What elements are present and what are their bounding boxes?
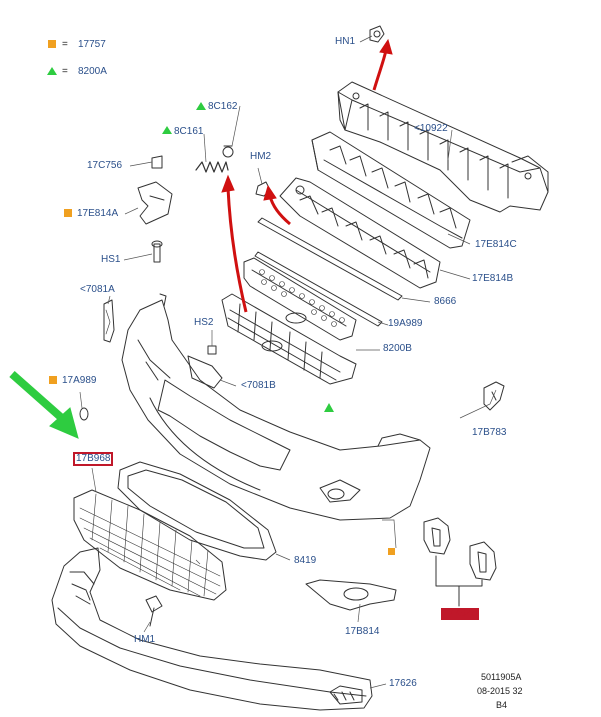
lower-grille-upper-bumper: [221, 293, 357, 385]
footer-ref-line1: 5011905A: [481, 672, 522, 682]
green-triangle-marker: [324, 403, 334, 412]
lower-grille-mesh: [73, 489, 227, 601]
red-arrows: [221, 38, 393, 313]
screw-hm1: [145, 595, 163, 627]
bracket-17e814a: [137, 181, 173, 225]
marker-8c161-icon: [162, 126, 172, 134]
marker-8c162-icon: [196, 102, 206, 110]
label-7081a: <7081A: [80, 284, 115, 295]
label-17e814a: 17E814A: [77, 208, 119, 219]
part-7081b: [187, 355, 223, 389]
screw-hs2: [207, 345, 217, 355]
label-redacted-part: 17K945: [441, 608, 480, 620]
clip-hn1: [369, 25, 385, 43]
bolt-hs1: [151, 240, 163, 263]
label-8c162: 8C162: [208, 101, 238, 112]
label-8c161: 8C161: [174, 126, 204, 137]
lower-spoiler: [51, 547, 373, 711]
upper-grille: [243, 257, 357, 341]
orange-square-marker: [388, 548, 395, 555]
label-hn1: HN1: [335, 36, 356, 47]
leader-lines: [79, 35, 497, 689]
label-17c756: 17C756: [87, 160, 123, 171]
absorber-upper: [311, 131, 471, 249]
footer-ref-line3: B4: [496, 700, 508, 710]
label-19a989: 19A989: [388, 318, 423, 329]
side-bracket-7081a: [103, 299, 115, 343]
label-17b968: 17B968: [72, 452, 114, 466]
trim-strip-8666: [257, 217, 403, 301]
label-7081b: <7081B: [241, 380, 276, 391]
bumper-cover: [121, 293, 431, 521]
absorber-lower: [279, 177, 441, 289]
legend-eq-1: =: [62, 39, 68, 50]
label-10922: <10922: [414, 123, 448, 134]
label-8200b: 8200B: [383, 343, 412, 354]
label-8419: 8419: [294, 555, 317, 566]
label-17e814b: 17E814B: [472, 273, 514, 284]
marker-17a989-icon: [49, 376, 57, 384]
license-brackets: [423, 517, 497, 607]
reinforcement-bar: [337, 81, 549, 213]
label-hs1: HS1: [101, 254, 121, 265]
legend-code-1: 17757: [78, 39, 106, 50]
label-hm2: HM2: [250, 151, 272, 162]
label-17b783: 17B783: [472, 427, 507, 438]
label-17626: 17626: [389, 678, 417, 689]
label-17b814: 17B814: [345, 626, 380, 637]
legend-triangle-icon: [47, 67, 57, 75]
marker-17e814a-icon: [64, 209, 72, 217]
label-hm1: HM1: [134, 634, 156, 645]
label-17e814c: 17E814C: [475, 239, 517, 250]
legend-eq-2: =: [62, 66, 68, 77]
bracket-17b783: [483, 381, 505, 411]
footer-ref-line2: 08-2015 32: [477, 686, 523, 696]
ring-17a989: [79, 407, 89, 421]
fog-lamp-trim: [305, 579, 397, 611]
green-pointer-arrow: [9, 371, 79, 439]
label-17a989: 17A989: [62, 375, 97, 386]
label-hs2: HS2: [194, 317, 214, 328]
legend-square-icon: [48, 40, 56, 48]
part-8c162: [222, 145, 234, 158]
trim-strip-19a989: [254, 251, 383, 327]
legend-code-2: 8200A: [78, 66, 107, 77]
grille-frame-17b968: [117, 461, 277, 561]
clip-17c756: [151, 155, 163, 169]
label-8666: 8666: [434, 296, 457, 307]
spring-8c161: [195, 161, 229, 173]
